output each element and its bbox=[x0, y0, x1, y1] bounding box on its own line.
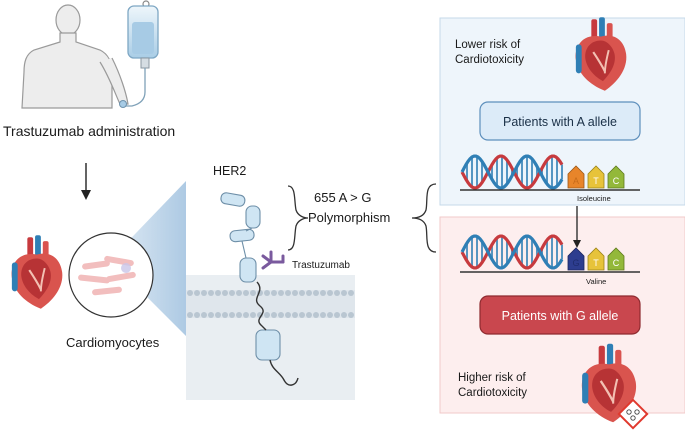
heart-icon bbox=[10, 234, 64, 310]
base-tag bbox=[607, 165, 625, 189]
codon-higher: G T C bbox=[567, 247, 625, 271]
patient-figure bbox=[21, 4, 129, 109]
lipid-head bbox=[285, 290, 291, 296]
lipid-head bbox=[250, 312, 256, 318]
lipid-head bbox=[236, 312, 242, 318]
lipid-head bbox=[341, 312, 347, 318]
lipid-head bbox=[285, 312, 291, 318]
base-letter: G bbox=[572, 258, 579, 268]
codon-lower: A T C bbox=[567, 165, 625, 189]
lipid-head bbox=[222, 312, 228, 318]
lipid-head bbox=[243, 290, 249, 296]
lipid-head bbox=[306, 312, 312, 318]
cardiomyocyte-circle bbox=[68, 232, 154, 318]
lipid-head bbox=[236, 290, 242, 296]
lipid-head bbox=[250, 290, 256, 296]
panel-brace bbox=[411, 183, 437, 253]
mutation-arrow-icon bbox=[573, 206, 581, 248]
trastuzumab-antibody-icon bbox=[261, 250, 285, 270]
g-allele-label: Patients with G allele bbox=[502, 309, 619, 323]
lipid-head bbox=[229, 290, 235, 296]
lower-risk-line2: Cardiotoxicity bbox=[455, 54, 524, 66]
lipid-head bbox=[327, 290, 333, 296]
lipid-head bbox=[292, 290, 298, 296]
her2-receptor bbox=[220, 192, 281, 361]
lipid-head bbox=[208, 290, 214, 296]
base-tag bbox=[607, 247, 625, 271]
toxicity-warning-icon bbox=[617, 398, 649, 430]
lipid-head bbox=[215, 290, 221, 296]
iv-bag-icon bbox=[119, 0, 159, 108]
lipid-head bbox=[278, 290, 284, 296]
lipid-head bbox=[306, 290, 312, 296]
lipid-head bbox=[201, 290, 207, 296]
cell-membrane bbox=[186, 290, 355, 318]
base-letter: A bbox=[573, 176, 579, 186]
isoleucine-label: Isoleucine bbox=[577, 194, 611, 203]
higher-risk-line1: Higher risk of bbox=[458, 372, 527, 384]
lipid-head bbox=[201, 312, 207, 318]
lipid-head bbox=[271, 312, 277, 318]
lipid-head bbox=[187, 312, 193, 318]
lipid-head bbox=[334, 312, 340, 318]
lipid-head bbox=[264, 312, 270, 318]
base-tag bbox=[567, 165, 585, 189]
lipid-head bbox=[348, 312, 354, 318]
lipid-head bbox=[299, 290, 305, 296]
lipid-head bbox=[229, 312, 235, 318]
lipid-head bbox=[320, 290, 326, 296]
lipid-head bbox=[292, 312, 298, 318]
dna-helix-lower bbox=[460, 154, 564, 190]
lipid-head bbox=[243, 312, 249, 318]
transmembrane-segment bbox=[255, 281, 267, 331]
lipid-head bbox=[187, 290, 193, 296]
lipid-head bbox=[208, 312, 214, 318]
lipid-head bbox=[194, 290, 200, 296]
lipid-head bbox=[334, 290, 340, 296]
lipid-head bbox=[271, 290, 277, 296]
base-tag bbox=[587, 165, 605, 189]
g-allele-box bbox=[479, 295, 641, 335]
lower-risk-line1: Lower risk of bbox=[455, 39, 521, 51]
her2-label: HER2 bbox=[213, 164, 246, 178]
higher-risk-line2: Cardiotoxicity bbox=[458, 387, 527, 399]
dna-backbone bbox=[460, 154, 564, 190]
base-tag bbox=[587, 247, 605, 271]
trastuzumab-label: Trastuzumab bbox=[292, 260, 350, 271]
lipid-head bbox=[313, 290, 319, 296]
a-allele-label: Patients with A allele bbox=[503, 115, 617, 129]
lipid-head bbox=[299, 312, 305, 318]
polymorphism-brace bbox=[287, 185, 309, 251]
intracellular-tail bbox=[269, 359, 299, 386]
lipid-head bbox=[264, 290, 270, 296]
lipid-head bbox=[278, 312, 284, 318]
lipid-head bbox=[348, 290, 354, 296]
polymorphism-line2: Polymorphism bbox=[308, 210, 390, 225]
base-letter: C bbox=[613, 176, 620, 186]
polymorphism-line1: 655 A > G bbox=[314, 190, 371, 205]
dna-backbone bbox=[460, 154, 564, 190]
lipid-head bbox=[222, 290, 228, 296]
dna-backbone bbox=[460, 234, 564, 270]
lipid-head bbox=[320, 312, 326, 318]
base-tag bbox=[567, 247, 585, 271]
lipid-head bbox=[313, 312, 319, 318]
base-letter: C bbox=[613, 258, 620, 268]
a-allele-box bbox=[479, 101, 641, 141]
dna-helix-higher bbox=[460, 234, 564, 270]
valine-label: Valine bbox=[586, 277, 606, 286]
lipid-head bbox=[327, 312, 333, 318]
dna-backbone bbox=[460, 234, 564, 270]
lipid-head bbox=[215, 312, 221, 318]
lipid-head bbox=[341, 290, 347, 296]
administration-label: Trastuzumab administration bbox=[3, 123, 175, 139]
down-arrow-icon bbox=[81, 163, 91, 200]
base-letter: T bbox=[593, 176, 599, 186]
cardiomyocytes-label: Cardiomyocytes bbox=[66, 335, 160, 350]
lipid-head bbox=[194, 312, 200, 318]
base-letter: T bbox=[593, 258, 599, 268]
